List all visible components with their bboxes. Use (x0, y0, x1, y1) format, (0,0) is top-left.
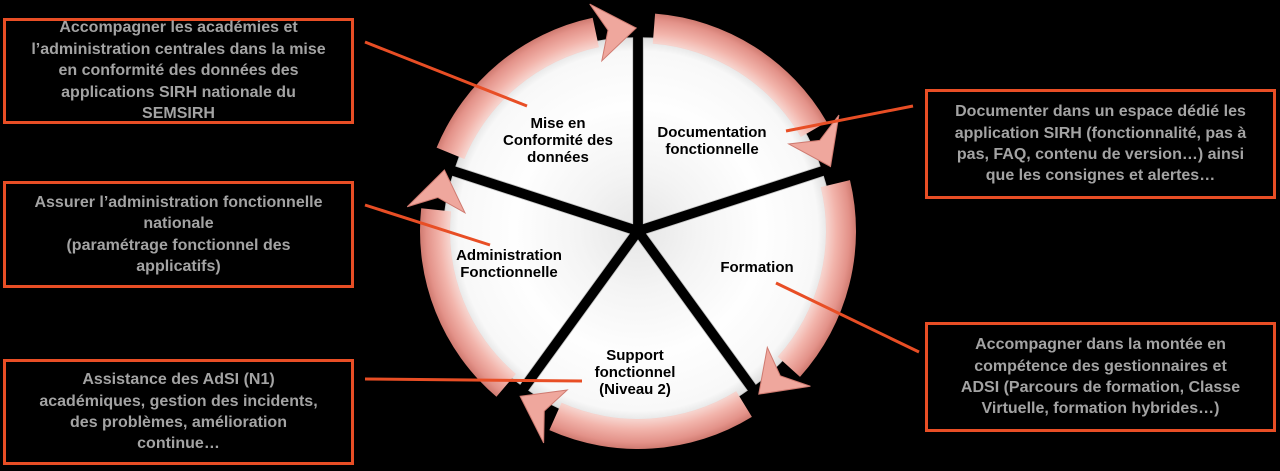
callout-text-line: Assistance des AdSI (N1) (82, 371, 275, 389)
wedge-label-line: Formation (720, 258, 794, 276)
callout-support-fonctionnel: Assistance des AdSI (N1) académiques, ges… (3, 359, 354, 465)
cycle-arrowhead-support-fonctionnel (519, 389, 569, 444)
wedge-label-line: données (527, 148, 589, 166)
callout-text-line: Virtuelle, formation hybrides…) (981, 400, 1220, 418)
callout-text-line: compétence des gestionnaires et (974, 357, 1227, 375)
wedge-label-line: Mise en (530, 114, 586, 132)
wedge-label-line: fonctionnel (594, 363, 676, 381)
callout-text-line: SEMSIRH (142, 105, 215, 123)
cycle-arrowhead-formation (758, 345, 811, 395)
wedge-label-formation: Formation (647, 259, 867, 276)
cycle-arrow-arc-mise-en-conformite (436, 17, 599, 160)
callout-formation: Accompagner dans la montée en compétence … (925, 322, 1276, 432)
wedge-label-line: (Niveau 2) (599, 380, 671, 398)
callout-text-line: applicatifs) (136, 257, 221, 275)
wedge-label-line: Conformité des (502, 131, 613, 149)
callout-documentation-fonctionnelle: Documenter dans un espace dédié les appli… (925, 89, 1276, 199)
connector-line-callout-mise-en-conformite (364, 40, 528, 108)
cycle-arrowhead-administration-fonctionnelle (406, 169, 467, 215)
connector-line-callout-formation (775, 281, 920, 354)
callout-text-line: Assurer l’administration fonctionnelle (34, 193, 323, 211)
callout-text-line: continue… (137, 435, 220, 453)
wedge-label-line: Fonctionnelle (460, 264, 558, 281)
cycle-arrow-arc-documentation-fonctionnelle (652, 13, 827, 138)
cycle-arrowhead-documentation-fonctionnelle (787, 114, 840, 168)
callout-text-line: en conformité des données des (58, 62, 299, 80)
callout-text-line: Accompagner dans la montée en (975, 336, 1226, 354)
callout-text-line: Accompagner les académies et (59, 19, 298, 37)
callout-text-line: (paramétrage fonctionnel des (66, 236, 291, 254)
connector-line-callout-administration-fonctionnelle (364, 203, 491, 247)
wedge-label-line: fonctionnelle (665, 141, 759, 158)
callout-administration-fonctionnelle: Assurer l’administration fonctionnelle na… (3, 181, 354, 288)
callout-text-line: pas, FAQ, contenu de version…) ainsi (956, 146, 1245, 163)
callout-mise-en-conformite: Accompagner les académies et l’administra… (3, 18, 354, 124)
wedge-label-line: Documentation (657, 124, 767, 141)
cycle-arrow-arc-support-fonctionnel (549, 391, 752, 449)
wedge-label-line: Administration (456, 247, 562, 264)
cycle-arrow-arc-formation (777, 180, 856, 377)
callout-text-line: académiques, gestion des incidents, (39, 392, 318, 410)
wedge-label-line: Support (606, 346, 664, 364)
callout-text-line: l’administration centrales dans la mise (31, 40, 326, 58)
callout-text-line: que les consignes et alertes… (985, 167, 1216, 185)
connector-line-callout-support-fonctionnel (364, 377, 583, 383)
callout-text-line: nationale (143, 215, 214, 233)
callout-text-line: applications SIRH nationale du (61, 83, 296, 101)
cycle-arrowhead-mise-en-conformite (589, 3, 638, 63)
cycle-arrow-arc-administration-fonctionnelle (419, 208, 516, 397)
callout-text-line: Documenter dans un espace dédié les (955, 103, 1246, 121)
callout-text-line: ADSI (Parcours de formation, Classe (960, 379, 1241, 396)
connector-line-callout-documentation-fonctionnelle (785, 104, 914, 133)
callout-text-line: des problèmes, amélioration (70, 414, 287, 431)
callout-text-line: application SIRH (fonctionnalité, pas à (954, 124, 1247, 142)
